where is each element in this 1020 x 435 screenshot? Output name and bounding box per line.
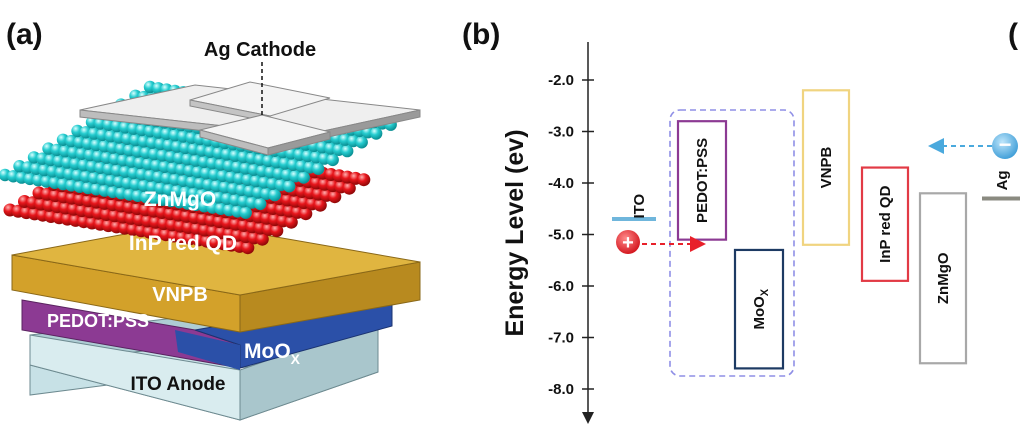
panel-label-a: (a) bbox=[6, 18, 43, 51]
nanoparticle bbox=[326, 153, 339, 167]
y-axis-title: Energy Level (ev) bbox=[501, 129, 529, 336]
inp-qd-label: InP red QD bbox=[129, 232, 237, 255]
znmgo-label: ZnMgO bbox=[144, 188, 216, 211]
energy-levels: ITO PEDOT:PSS MoOX VNPB InP red QD ZnMgO Ag bbox=[612, 89, 1020, 370]
nanoparticle bbox=[370, 127, 383, 140]
vnpb-layer bbox=[11, 221, 421, 333]
nanoparticle bbox=[284, 215, 298, 229]
vnpb-level-box bbox=[801, 89, 851, 246]
vnpb-label: VNPB bbox=[152, 284, 208, 306]
electron-icon bbox=[992, 133, 1018, 159]
y-tick-label: -4.0 bbox=[548, 175, 574, 192]
nanoparticle bbox=[355, 136, 368, 149]
hole-icon bbox=[616, 230, 640, 254]
qd-level-box bbox=[860, 166, 910, 282]
nanoparticle bbox=[313, 198, 327, 212]
nanoparticle bbox=[342, 181, 356, 195]
nanoparticle bbox=[297, 171, 310, 184]
moox-level-box bbox=[733, 248, 785, 370]
qd-level-label: InP red QD bbox=[877, 185, 894, 262]
ito-level-label: ITO bbox=[631, 193, 648, 218]
y-tick-label: -5.0 bbox=[548, 227, 574, 244]
panel-label-c: ( bbox=[1008, 18, 1018, 51]
y-axis-ticks: -2.0 -3.0 -4.0 -5.0 -6.0 -7.0 -8.0 bbox=[548, 72, 594, 398]
level-znmgo: ZnMgO bbox=[918, 192, 968, 365]
moox-label: MoOX bbox=[244, 340, 301, 367]
level-ag: Ag bbox=[982, 170, 1020, 201]
ag-cathode bbox=[79, 62, 421, 156]
nanoparticle bbox=[357, 173, 371, 187]
pedot-level-label: PEDOT:PSS bbox=[694, 138, 711, 223]
nanoparticle bbox=[255, 232, 269, 246]
nanoparticle bbox=[254, 197, 267, 211]
nanoparticle bbox=[312, 162, 325, 175]
ag-level-label: Ag bbox=[994, 170, 1011, 190]
y-tick-label: -7.0 bbox=[548, 330, 574, 347]
level-moox: MoOX bbox=[733, 248, 785, 370]
hole-carrier: + bbox=[616, 230, 706, 254]
electron-symbol: − bbox=[999, 132, 1012, 157]
pedot-label: PEDOT:PSS bbox=[47, 311, 149, 331]
nanoparticle bbox=[299, 207, 313, 221]
pedot-level-box bbox=[676, 120, 728, 241]
nanoparticle bbox=[328, 190, 342, 204]
nanoparticle bbox=[341, 144, 354, 158]
nanoparticle bbox=[283, 180, 296, 193]
znmgo-level-label: ZnMgO bbox=[935, 252, 952, 304]
ag-cathode-label: Ag Cathode bbox=[204, 39, 316, 61]
panel-label-b: (b) bbox=[462, 18, 500, 51]
electron-carrier: − bbox=[928, 132, 1018, 159]
y-tick-label: -6.0 bbox=[548, 278, 574, 295]
nanoparticle bbox=[268, 188, 281, 202]
energy-diagram-panel: (b) Energy Level (ev) -2.0 -3.0 -4.0 -5.0 -6… bbox=[462, 18, 1020, 424]
y-tick-label: -2.0 bbox=[548, 72, 574, 89]
nanoparticle bbox=[270, 224, 284, 238]
nanoparticle bbox=[241, 241, 255, 255]
y-tick-label: -8.0 bbox=[548, 381, 574, 398]
level-pedot: PEDOT:PSS bbox=[676, 120, 728, 241]
moox-level-label: MoOX bbox=[751, 288, 771, 329]
level-vnpb: VNPB bbox=[801, 89, 851, 246]
vnpb-level-label: VNPB bbox=[818, 147, 835, 189]
hole-symbol: + bbox=[622, 232, 634, 254]
level-ito: ITO bbox=[612, 193, 656, 222]
nanoparticle bbox=[239, 206, 252, 219]
ito-anode-label: ITO Anode bbox=[131, 374, 226, 395]
y-tick-label: -3.0 bbox=[548, 124, 574, 141]
znmgo-level-box bbox=[918, 192, 968, 365]
device-structure-panel: (a) bbox=[0, 18, 421, 421]
level-qd: InP red QD bbox=[860, 166, 910, 282]
